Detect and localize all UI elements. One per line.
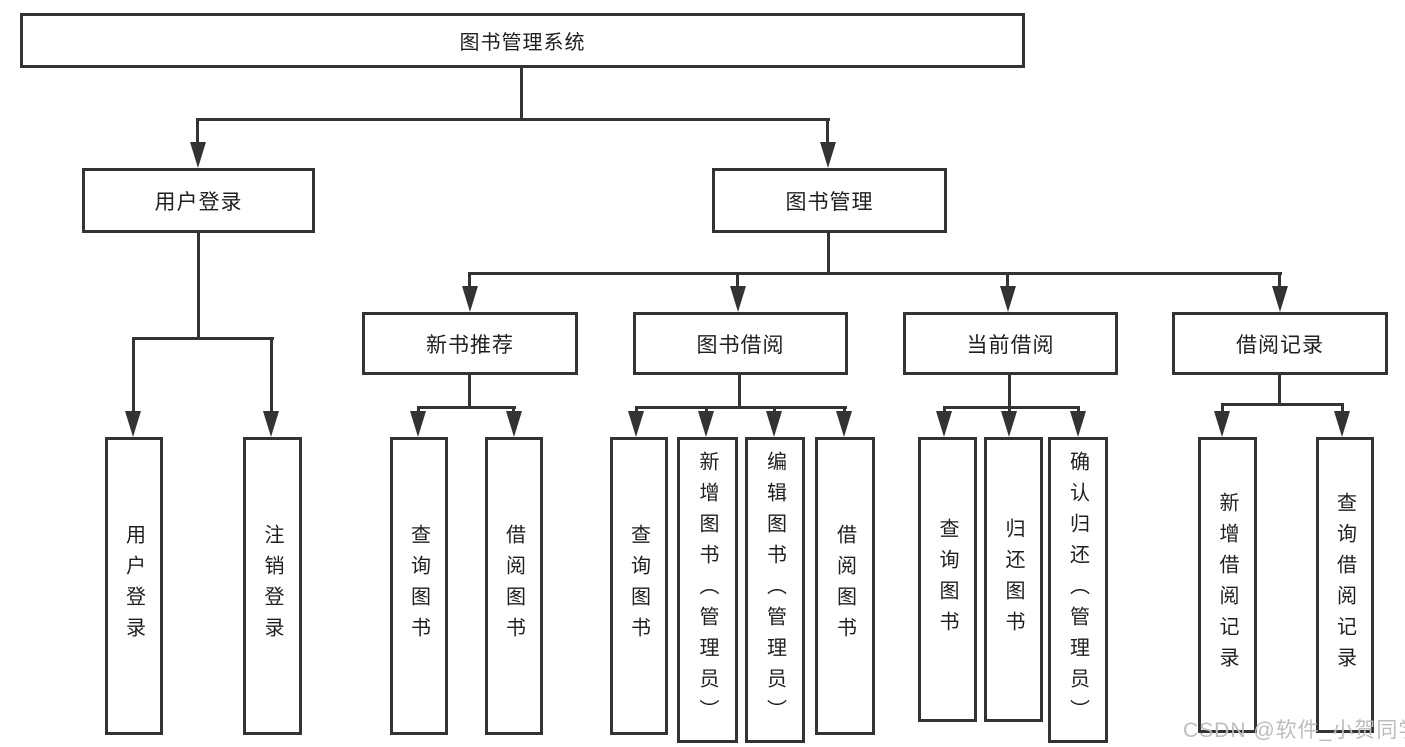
arrow-down-icon [1214,411,1230,437]
node-cb-return-book: 归还图书 [984,437,1043,722]
connector-drop [468,272,471,290]
node-user-login: 用户登录 [82,168,315,233]
connector-drop [843,406,846,414]
arrow-down-icon [1272,286,1288,312]
arrow-down-icon [263,411,279,437]
connector-drop [1341,403,1344,413]
arrow-down-icon [506,411,522,437]
node-cb-confirm-return-label: 确认归还（管理员） [1066,450,1089,730]
connector-rail [132,337,274,340]
node-br-query-record: 查询借阅记录 [1316,437,1374,733]
connector-trunk [827,231,830,275]
connector-drop [705,406,708,414]
arrow-down-icon [628,411,644,437]
connector-trunk [1278,373,1281,406]
arrow-down-icon [462,286,478,312]
node-cb-query-book-label: 查询图书 [936,517,958,642]
node-nbr-query-book-label: 查询图书 [407,524,430,648]
arrow-down-icon [1001,411,1017,437]
connector-drop [773,406,776,414]
node-leaf-logout: 注销登录 [243,437,302,735]
arrow-down-icon [698,411,714,437]
connector-drop [512,406,515,414]
connector-drop [826,118,829,146]
connector-drop [1278,272,1281,290]
arrow-down-icon [820,142,836,168]
node-bb-add-book-label: 新增图书（管理员） [696,450,718,730]
node-root: 图书管理系统 [20,13,1025,68]
node-current-borrowing: 当前借阅 [903,312,1118,375]
arrow-down-icon [936,411,952,437]
arrow-down-icon [190,142,206,168]
node-bb-edit-book-label: 编辑图书（管理员） [763,450,786,730]
node-new-book-recommend: 新书推荐 [362,312,578,375]
connector-trunk [468,373,471,408]
node-bb-borrow-book-label: 借阅图书 [833,524,856,648]
node-nbr-borrow-book-label: 借阅图书 [502,524,525,648]
node-nbr-borrow-book: 借阅图书 [485,437,543,735]
node-cb-return-book-label: 归还图书 [1002,517,1024,642]
arrow-down-icon [766,411,782,437]
node-nbr-query-book: 查询图书 [390,437,448,735]
connector-rail [635,406,847,409]
connector-trunk [197,231,200,340]
connector-drop [1077,406,1080,414]
arrow-down-icon [1000,286,1016,312]
connector-drop [132,337,135,413]
connector-drop [196,118,199,146]
connector-trunk [520,66,523,121]
node-leaf-user-login: 用户登录 [105,437,163,735]
arrow-down-icon [125,411,141,437]
node-cb-query-book: 查询图书 [918,437,977,722]
node-bb-edit-book: 编辑图书（管理员） [745,437,805,743]
connector-drop [943,406,946,414]
node-bb-add-book: 新增图书（管理员） [677,437,738,743]
connector-drop [736,272,739,290]
connector-rail [468,272,1282,275]
node-leaf-logout-label: 注销登录 [261,524,283,648]
node-bb-query-book: 查询图书 [610,437,668,735]
node-cb-confirm-return: 确认归还（管理员） [1048,437,1108,743]
connector-drop [1006,272,1009,290]
connector-rail [196,118,830,121]
connector-rail [417,406,516,409]
arrow-down-icon [1070,411,1086,437]
node-br-add-record: 新增借阅记录 [1198,437,1257,733]
node-bb-query-book-label: 查询图书 [627,524,650,648]
node-book-borrowing: 图书借阅 [633,312,848,375]
arrow-down-icon [1334,411,1350,437]
arrow-down-icon [836,411,852,437]
node-book-management: 图书管理 [712,168,947,233]
node-borrowing-records: 借阅记录 [1172,312,1388,375]
connector-trunk [1008,373,1011,408]
connector-drop [1008,406,1011,414]
connector-rail [1221,403,1344,406]
watermark: CSDN @软件_小贺同学 [1183,719,1405,742]
arrow-down-icon [730,286,746,312]
node-br-query-record-label: 查询借阅记录 [1333,492,1356,678]
node-leaf-user-login-label: 用户登录 [122,524,145,648]
connector-rail [943,406,1080,409]
connector-drop [417,406,420,414]
connector-trunk [738,373,741,408]
node-br-add-record-label: 新增借阅记录 [1216,492,1238,678]
connector-drop [270,337,273,413]
node-bb-borrow-book: 借阅图书 [815,437,875,735]
connector-drop [1221,403,1224,413]
arrow-down-icon [410,411,426,437]
connector-drop [635,406,638,414]
